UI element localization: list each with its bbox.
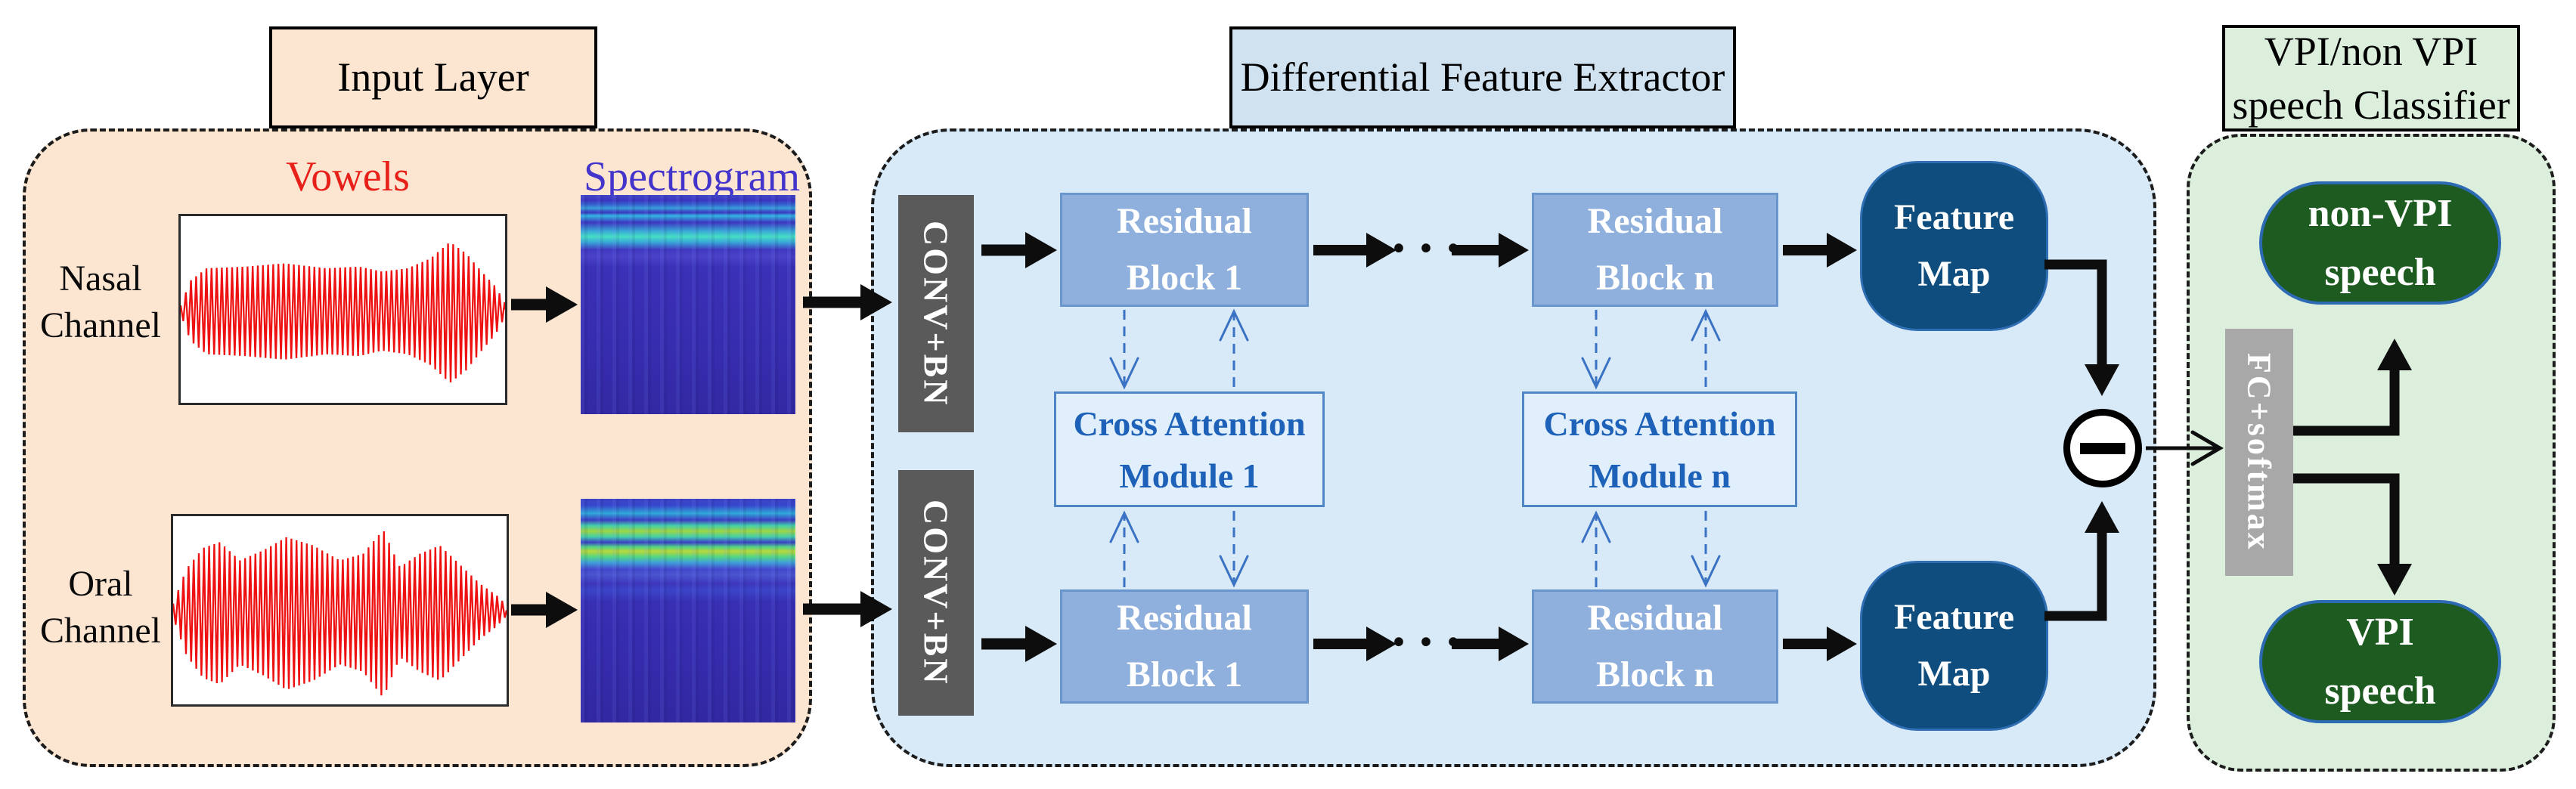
oral-waveform-box — [171, 514, 509, 707]
conv-bn-top: CONV+BN — [898, 195, 974, 432]
nasal-waveform-box — [178, 214, 507, 405]
residual-block-1-top: Residual Block 1 — [1060, 193, 1309, 307]
conv-bn-bottom: CONV+BN — [898, 470, 974, 716]
oral-channel-label: Oral Channel — [40, 564, 161, 651]
input-layer-title-text: Input Layer — [337, 54, 529, 101]
subtraction-operator — [2063, 409, 2142, 487]
oral-spectrogram-image — [581, 499, 795, 722]
speech-classifier-title: VPI/non VPI speech Classifier — [2222, 25, 2520, 132]
residual-block-1-bottom: Residual Block 1 — [1060, 589, 1309, 704]
nasal-channel-label: Nasal Channel — [40, 258, 161, 346]
residual-block-n-top: Residual Block n — [1532, 193, 1778, 307]
fc-softmax-block: FC+softmax — [2225, 329, 2293, 576]
input-layer-title: Input Layer — [269, 26, 597, 128]
nasal-waveform — [181, 243, 505, 383]
ellipsis-top: ··· — [1390, 218, 1472, 278]
ellipsis-bottom: ··· — [1390, 611, 1472, 672]
minus-icon — [2080, 442, 2125, 454]
oral-waveform — [173, 531, 507, 696]
cross-attention-module-1: Cross Attention Module 1 — [1054, 391, 1325, 507]
classifier-title-line2: speech Classifier — [2232, 82, 2510, 128]
nasal-spectrogram-image — [581, 195, 795, 414]
residual-block-n-bottom: Residual Block n — [1532, 589, 1778, 704]
cross-attention-module-n: Cross Attention Module n — [1522, 391, 1797, 507]
spectrogram-label: Spectrogram — [583, 153, 801, 200]
feature-extractor-title: Differential Feature Extractor — [1229, 26, 1736, 128]
classifier-title-line1: VPI/non VPI — [2264, 29, 2478, 75]
feature-map-bottom: Feature Map — [1860, 561, 2048, 731]
feature-extractor-title-text: Differential Feature Extractor — [1240, 54, 1725, 101]
non-vpi-speech-box: non-VPI speech — [2259, 181, 2501, 305]
vpi-speech-box: VPI speech — [2259, 600, 2501, 723]
feature-map-top: Feature Map — [1860, 161, 2048, 331]
vowels-label: Vowels — [286, 153, 410, 200]
